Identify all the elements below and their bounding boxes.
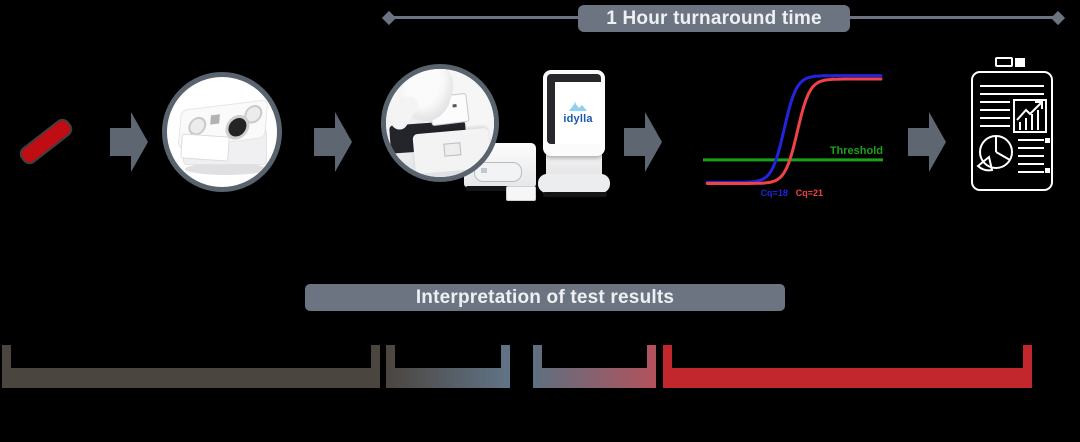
arrow-right-icon [908,112,946,172]
sample-tube [16,115,76,168]
report-bar-chart [1013,99,1047,133]
timeline-segment [2,345,380,388]
instrument-door-flap [412,127,492,175]
results-report-icon [971,57,1053,191]
timeline-segment [386,345,510,388]
turnaround-badge: 1 Hour turnaround time [578,5,850,32]
cartridge-barcode [210,114,220,125]
arrow-right-icon [314,112,352,172]
cq-label-blue: Cq=18 [761,188,788,198]
turnaround-line-right-end [1050,10,1066,26]
blood-sample-icon [16,112,80,172]
idylla-console: idylla [543,70,605,156]
timeline-brackets [2,345,1032,388]
idylla-logo-icon [569,101,587,111]
arrow-right-icon [110,112,148,172]
report-pie-chart [976,135,1013,172]
idylla-logo-text: idylla [563,113,593,125]
cartridge-loading-icon [381,64,499,182]
amplification-curve-red [705,77,883,185]
amplification-curve-blue [705,74,883,184]
threshold-label: Threshold [830,145,883,157]
console-screen: idylla [555,82,601,144]
interpretation-bar: Interpretation of test results [305,284,785,311]
turnaround-line-left-end [381,10,397,26]
timeline-segment [663,345,1032,388]
amplification-curves-icon: Threshold Cq=18 Cq=21 [703,74,883,198]
cq-label-red: Cq=21 [796,188,823,198]
arrow-right-icon [624,112,662,172]
timeline-segment [533,345,656,388]
idylla-cartridge-icon [162,72,282,192]
cartridge-on-bench [506,186,536,201]
